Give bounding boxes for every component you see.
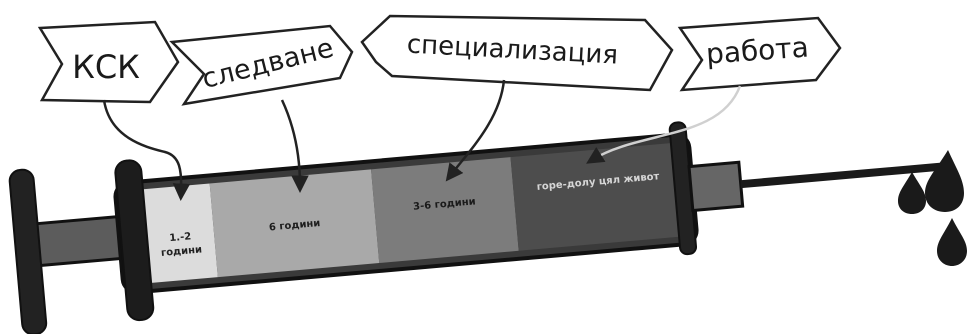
label-banner-sledvane	[169, 24, 354, 106]
syringe-nozzle	[687, 160, 745, 213]
segment-ksk-label-line1: 1.-2	[169, 231, 192, 244]
segment-sledvane-label: 6 години	[269, 218, 321, 233]
segment-specializacia-label: 3-6 години	[413, 196, 476, 212]
connector-arrow-rabota	[586, 85, 742, 164]
segment-sledvane-fill	[209, 169, 380, 278]
syringe-needle	[740, 161, 951, 189]
connector-arrow-ksk	[102, 99, 191, 201]
label-ksk: КСК	[72, 48, 140, 86]
connector-arrow-specializacia	[445, 79, 506, 182]
label-rabota: работа	[705, 30, 810, 70]
drop-shape	[937, 218, 967, 266]
plunger-flange	[114, 159, 155, 322]
segment-specializacia-fill	[371, 157, 519, 263]
segment-rabota-fill	[510, 142, 691, 251]
label-banner-specializacia	[360, 14, 674, 92]
plunger-cap	[8, 168, 48, 334]
label-banner-rabota	[677, 16, 842, 92]
drop-shape	[925, 150, 964, 212]
connector-arrow-sledvane	[280, 99, 309, 193]
segment-ksk-fill	[141, 183, 218, 284]
segment-ksk-label-line2: години	[161, 244, 203, 259]
label-banner-ksk	[37, 20, 180, 104]
drop-shape	[898, 172, 926, 214]
